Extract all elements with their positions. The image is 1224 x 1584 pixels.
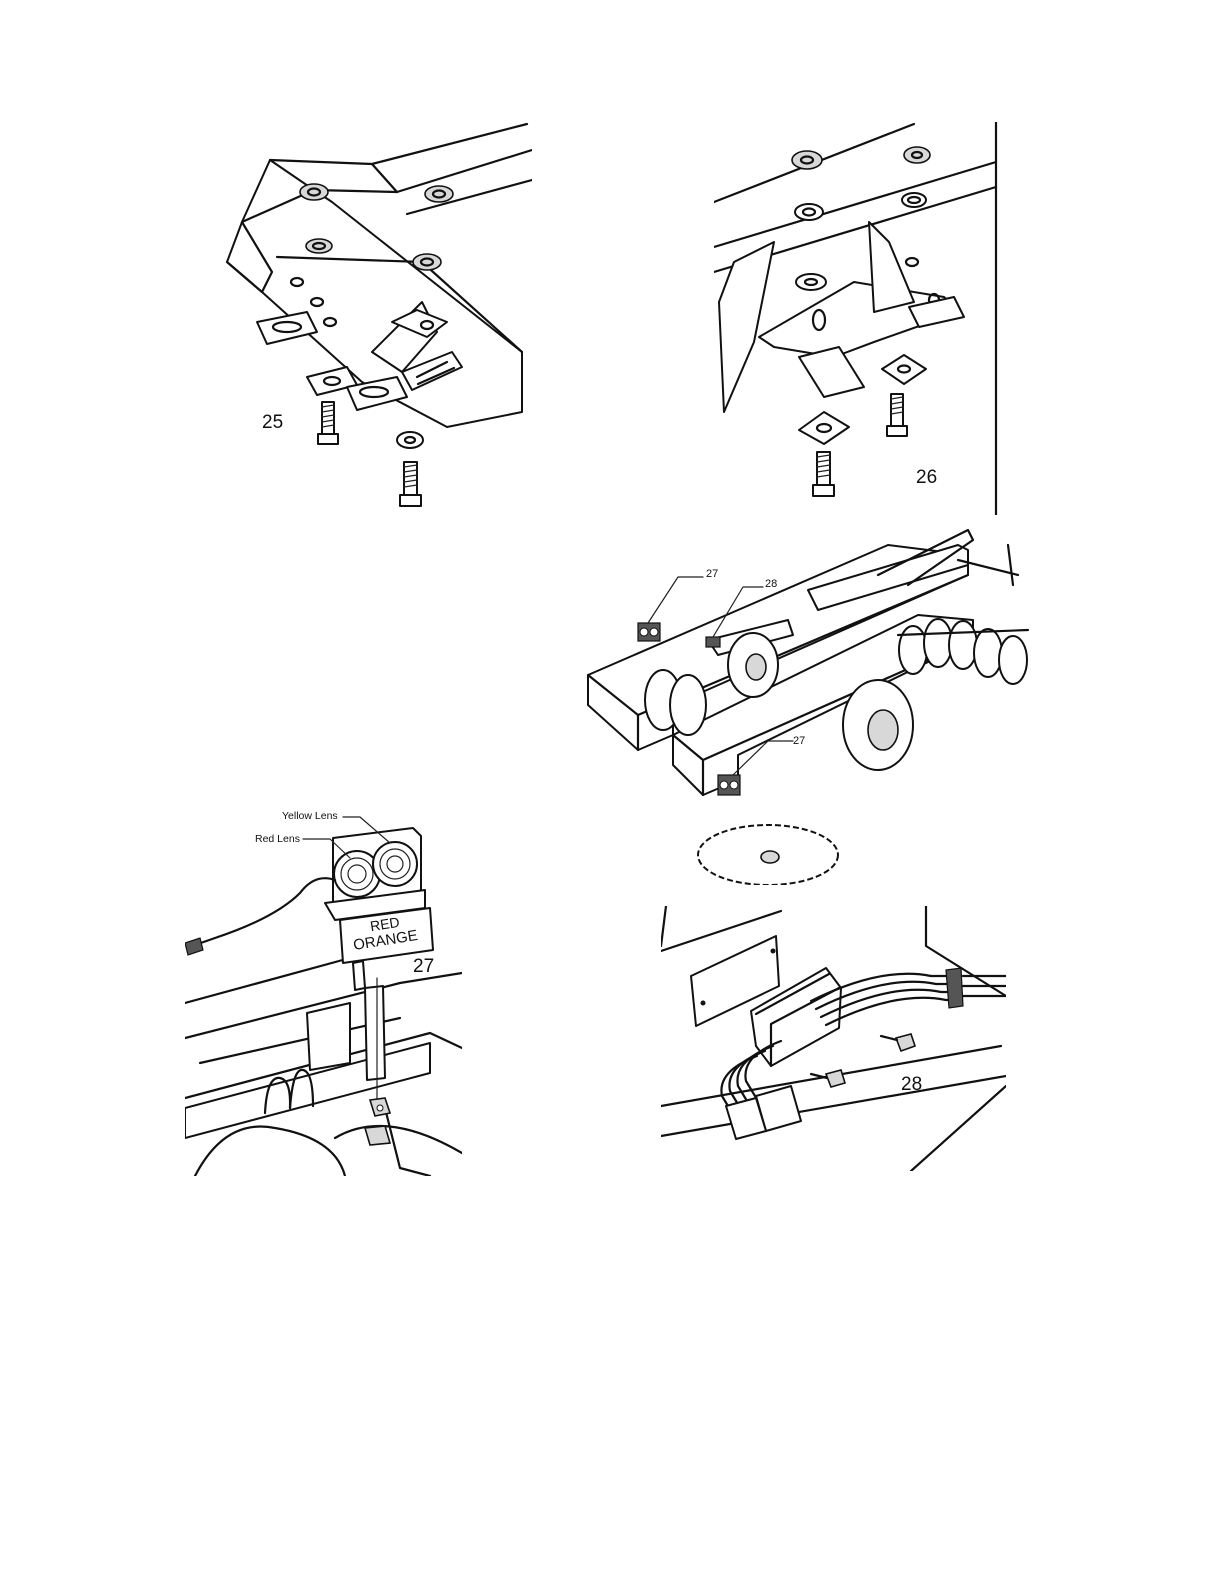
figure-26-number: 26 <box>916 467 937 489</box>
figure-26-panel: 26 <box>714 122 1000 515</box>
figure-25-number: 25 <box>262 412 283 434</box>
red-lens-label: Red Lens <box>255 833 300 845</box>
figure-27-drawing <box>185 808 462 1176</box>
yellow-lens-label: Yellow Lens <box>282 810 338 822</box>
callout-27-top: 27 <box>706 568 718 580</box>
figure-27-number: 27 <box>413 956 434 978</box>
implement-overview-panel: 27 28 27 <box>578 525 1048 885</box>
figure-25-drawing <box>222 122 532 515</box>
figure-28-drawing <box>661 906 1006 1171</box>
figure-26-drawing <box>714 122 1000 515</box>
figure-28-number: 28 <box>901 1074 922 1096</box>
callout-28: 28 <box>765 578 777 590</box>
figure-28-panel: 28 <box>661 906 1006 1171</box>
implement-overview-drawing <box>578 525 1048 885</box>
figure-25-panel: 25 <box>222 122 532 515</box>
callout-27-bottom: 27 <box>793 735 805 747</box>
figure-27-panel: Yellow Lens Red Lens RED ORANGE 27 <box>185 808 462 1176</box>
